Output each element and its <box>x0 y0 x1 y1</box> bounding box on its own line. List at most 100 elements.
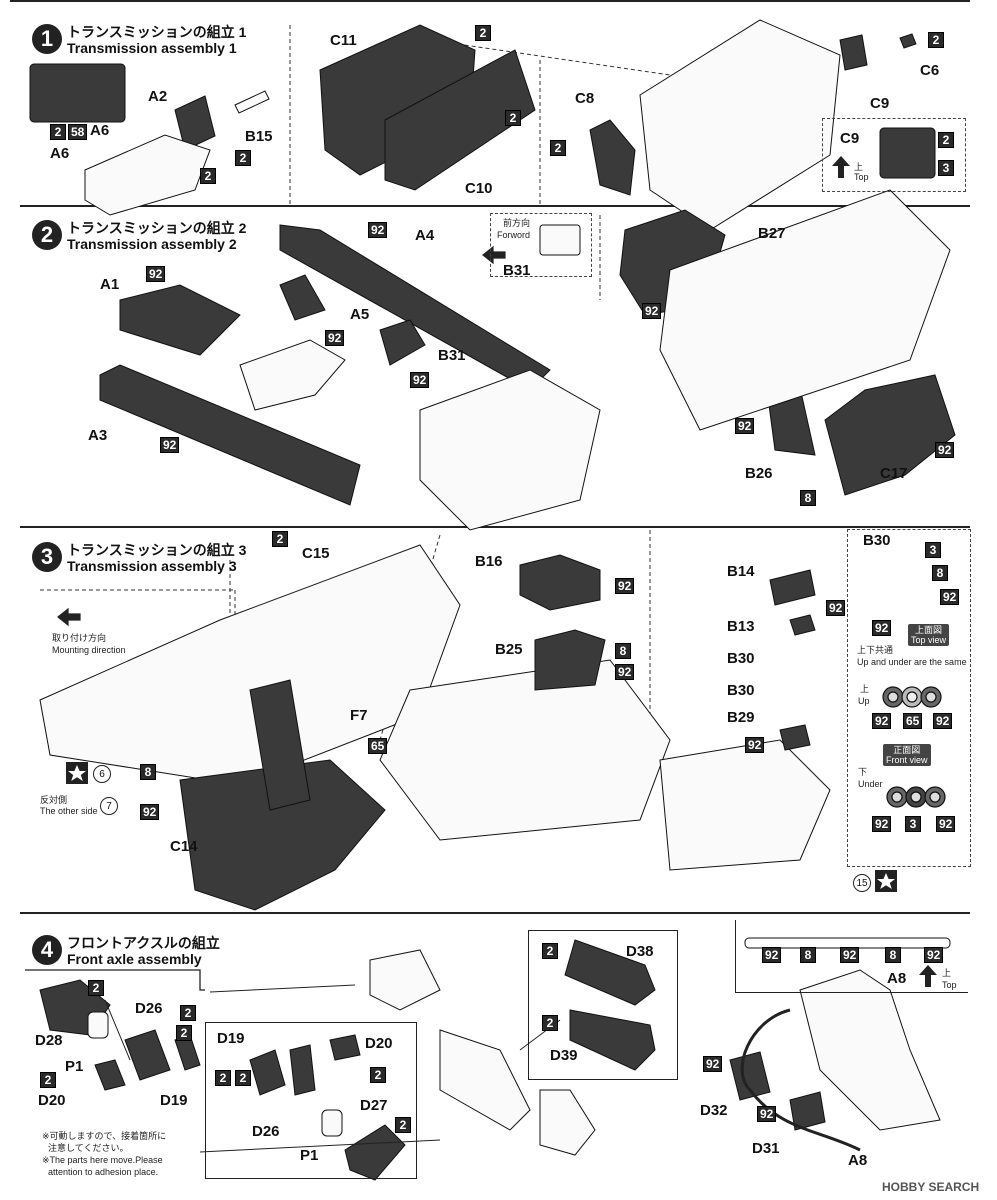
color-badge: 2 <box>550 140 566 156</box>
step-1-title-en: Transmission assembly 1 <box>67 40 237 56</box>
color-badge: 8 <box>140 764 156 780</box>
updown-same-en: Up and under are the same <box>857 657 967 667</box>
part-label-a6: A6 <box>50 145 70 162</box>
step-4-title-jp: フロントアクスルの組立 <box>67 935 220 951</box>
front-view-jp: 正面図 <box>893 745 921 755</box>
color-badge: 2 <box>938 132 954 148</box>
color-badge: 2 <box>475 25 491 41</box>
part-label-d27: D27 <box>360 1097 388 1114</box>
step-reference-circle: 15 <box>853 874 871 892</box>
color-badge: 92 <box>140 804 160 820</box>
color-badge: 2 <box>180 1005 196 1021</box>
part-label-d38: D38 <box>626 943 654 960</box>
forward-direction-box <box>490 213 592 277</box>
step-1-number: 1 <box>32 24 62 54</box>
part-label-d20: D20 <box>38 1092 66 1109</box>
move-note-en-line2: attention to adhesion place. <box>48 1167 159 1177</box>
top-border <box>10 0 970 2</box>
a8-top-label-en: Top <box>942 980 957 990</box>
part-label-a8-top: A8 <box>887 970 907 987</box>
color-badge: 92 <box>745 737 765 753</box>
part-label-c9: C9 <box>870 95 890 112</box>
color-badge: 65 <box>903 713 923 729</box>
color-badge: 92 <box>703 1056 723 1072</box>
up-label-jp: 上 <box>860 684 870 694</box>
step-3-title-jp: トランスミッションの組立 3 <box>67 542 247 558</box>
color-badge: 8 <box>800 947 816 963</box>
step-1-title-jp: トランスミッションの組立 1 <box>67 24 247 40</box>
other-side-jp: 反対側 <box>40 795 68 805</box>
color-badge: 2 <box>235 1070 251 1086</box>
top-label-jp: 上 <box>854 162 864 172</box>
part-label-b31-forward: B31 <box>503 262 531 279</box>
part-label-d31: D31 <box>752 1140 780 1157</box>
part-label-a3: A3 <box>88 427 108 444</box>
hobby-search-watermark: HOBBY SEARCH <box>882 1180 980 1194</box>
step-2-number: 2 <box>32 220 62 250</box>
under-label-jp: 下 <box>858 767 868 777</box>
other-side-en: The other side <box>40 806 98 816</box>
section-divider-2 <box>20 526 970 528</box>
part-label-d19-sub: D19 <box>217 1030 245 1047</box>
color-badge: 92 <box>368 222 388 238</box>
part-label-c6: C6 <box>920 62 940 79</box>
color-badge: 2 <box>370 1067 386 1083</box>
color-badge: 92 <box>826 600 846 616</box>
step-reference-circle: 6 <box>93 765 111 783</box>
part-label-d39: D39 <box>550 1047 578 1064</box>
part-label-f7: F7 <box>350 707 368 724</box>
color-badge: 2 <box>50 124 66 140</box>
part-label-c9-detail: C9 <box>840 130 860 147</box>
color-badge: 3 <box>905 816 921 832</box>
step-2-title-jp: トランスミッションの組立 2 <box>67 220 247 236</box>
part-label-a8: A8 <box>848 1152 868 1169</box>
color-badge: 2 <box>542 1015 558 1031</box>
color-badge: 58 <box>68 124 88 140</box>
move-note-jp-line2: 注意してください。 <box>48 1143 129 1153</box>
part-label-a1: A1 <box>100 276 120 293</box>
a8-subbox <box>735 920 968 993</box>
step-4-number: 4 <box>32 935 62 965</box>
color-badge: 92 <box>325 330 345 346</box>
color-badge: 2 <box>395 1117 411 1133</box>
color-badge: 2 <box>542 943 558 959</box>
color-badge: 92 <box>146 266 166 282</box>
color-badge: 2 <box>200 168 216 184</box>
color-badge: 92 <box>735 418 755 434</box>
step-2-title-en: Transmission assembly 2 <box>67 236 237 252</box>
part-label-d26-sub: D26 <box>252 1123 280 1140</box>
color-badge: 92 <box>840 947 860 963</box>
color-badge: 65 <box>368 738 388 754</box>
part-label-b26: B26 <box>745 465 773 482</box>
part-label-b30-detail: B30 <box>863 532 891 549</box>
d19-d27-subbox <box>205 1022 417 1179</box>
part-label-b25: B25 <box>495 641 523 658</box>
section-divider-1 <box>20 205 970 207</box>
top-label-en: Top <box>854 172 869 182</box>
part-label-b15: B15 <box>245 128 273 145</box>
part-label-d32: D32 <box>700 1102 728 1119</box>
color-badge: 92 <box>762 947 782 963</box>
color-badge: 2 <box>40 1072 56 1088</box>
part-label-p1: P1 <box>65 1058 84 1075</box>
part-label-p1-sub: P1 <box>300 1147 319 1164</box>
color-badge: 92 <box>642 303 662 319</box>
color-badge: 92 <box>940 589 960 605</box>
color-badge: 3 <box>938 160 954 176</box>
part-label-d26: D26 <box>135 1000 163 1017</box>
color-badge: 2 <box>235 150 251 166</box>
part-label-a2: A2 <box>148 88 168 105</box>
part-label-c15: C15 <box>302 545 330 562</box>
color-badge: 8 <box>800 490 816 506</box>
part-label-b16: B16 <box>475 553 503 570</box>
color-badge: 92 <box>872 816 892 832</box>
step-3-title-en: Transmission assembly 3 <box>67 558 237 574</box>
part-label-d20-sub: D20 <box>365 1035 393 1052</box>
color-badge: 8 <box>932 565 948 581</box>
forward-label-jp: 前方向 <box>503 218 531 228</box>
